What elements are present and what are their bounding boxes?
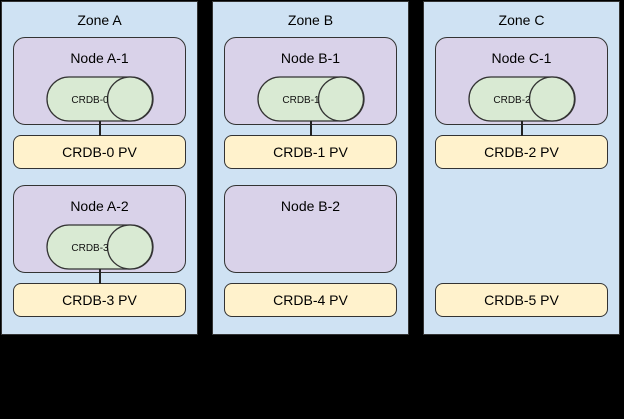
crdb-3-pod-label: CRDB-3 <box>71 243 109 254</box>
pv-box-crdb-1: CRDB-1 PV <box>224 135 397 169</box>
pv-label-crdb-2: CRDB-2 PV <box>484 144 559 160</box>
pv-box-crdb-5: CRDB-5 PV <box>435 283 608 317</box>
crdb-0-pod-cylinder: CRDB-0 <box>45 76 154 122</box>
database-cylinder-icon: CRDB-0 <box>45 76 154 122</box>
pv-label-crdb-4: CRDB-4 PV <box>273 292 348 308</box>
connector-line-crdb-3 <box>98 269 101 284</box>
node-c-1-label: Node C-1 <box>491 50 552 66</box>
node-a-2-box: Node A-2 CRDB-3 <box>13 185 186 273</box>
database-cylinder-icon: CRDB-1 <box>256 76 365 122</box>
node-b-2-box: Node B-2 <box>224 185 397 273</box>
zone-c-box: Zone C Node C-1 CRDB-2 CRDB-2 PV CRDB-5 … <box>423 1 620 335</box>
pv-label-crdb-5: CRDB-5 PV <box>484 292 559 308</box>
node-b-2-label: Node B-2 <box>280 198 341 214</box>
node-a-1-box: Node A-1 CRDB-0 <box>13 37 186 125</box>
zone-b-box: Zone B Node B-1 CRDB-1 CRDB-1 PV Node B-… <box>212 1 409 335</box>
database-cylinder-icon: CRDB-2 <box>467 76 576 122</box>
database-cylinder-icon: CRDB-3 <box>45 224 154 270</box>
node-b-1-label: Node B-1 <box>280 50 341 66</box>
zone-a-title: Zone A <box>77 12 122 28</box>
crdb-2-pod-cylinder: CRDB-2 <box>467 76 576 122</box>
node-a-2-label: Node A-2 <box>70 198 129 214</box>
zone-b-title: Zone B <box>287 12 334 28</box>
pv-label-crdb-1: CRDB-1 PV <box>273 144 348 160</box>
node-a-1-label: Node A-1 <box>70 50 129 66</box>
pv-box-crdb-4: CRDB-4 PV <box>224 283 397 317</box>
node-c-1-box: Node C-1 CRDB-2 <box>435 37 608 125</box>
connector-line-crdb-1 <box>309 121 312 136</box>
pv-label-crdb-3: CRDB-3 PV <box>62 292 137 308</box>
connector-line-crdb-0 <box>98 121 101 136</box>
zone-c-title: Zone C <box>498 12 545 28</box>
node-b-1-box: Node B-1 CRDB-1 <box>224 37 397 125</box>
pv-box-crdb-0: CRDB-0 PV <box>13 135 186 169</box>
connector-line-crdb-2 <box>520 121 523 136</box>
crdb-2-pod-label: CRDB-2 <box>493 95 531 106</box>
crdb-1-pod-cylinder: CRDB-1 <box>256 76 365 122</box>
pv-label-crdb-0: CRDB-0 PV <box>62 144 137 160</box>
crdb-3-pod-cylinder: CRDB-3 <box>45 224 154 270</box>
pv-box-crdb-3: CRDB-3 PV <box>13 283 186 317</box>
crdb-0-pod-label: CRDB-0 <box>71 95 109 106</box>
crdb-1-pod-label: CRDB-1 <box>282 95 320 106</box>
zone-a-box: Zone A Node A-1 CRDB-0 CRDB-0 PV Node A-… <box>1 1 198 335</box>
pv-box-crdb-2: CRDB-2 PV <box>435 135 608 169</box>
